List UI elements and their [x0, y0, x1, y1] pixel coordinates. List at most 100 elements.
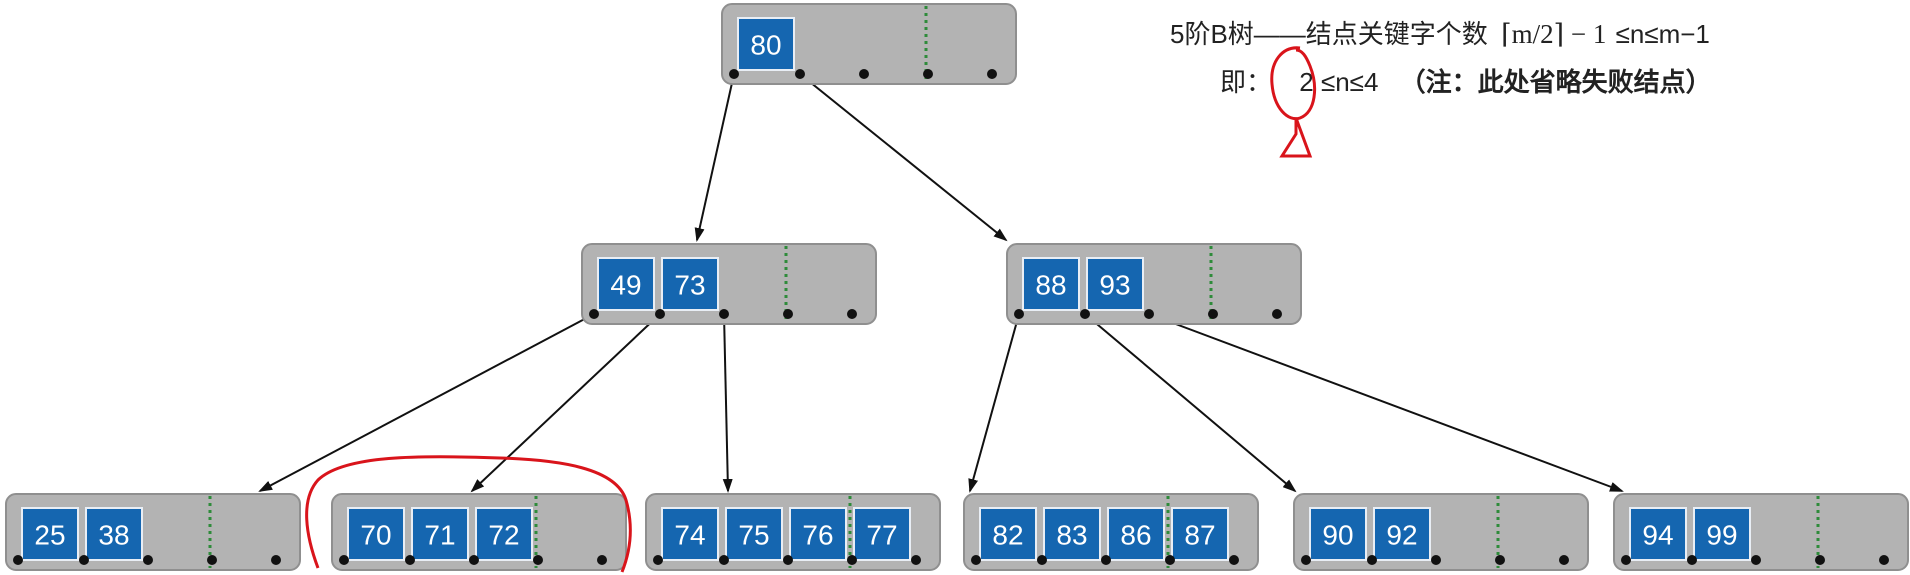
header-line2-value: 2 [1299, 67, 1313, 97]
child-pointer-dot [589, 309, 599, 319]
key-label: 49 [610, 270, 641, 301]
key-box [411, 507, 469, 561]
header-line1-suffix: ≤n≤m−1 [1616, 19, 1710, 49]
child-pointer-dot [1165, 555, 1175, 565]
child-pointer-dot [143, 555, 153, 565]
child-pointer-dot [653, 555, 663, 565]
child-pointer-dot [207, 555, 217, 565]
header-line2-note: （注：此处省略失败结点） [1400, 67, 1712, 97]
key-box [661, 507, 719, 561]
child-pointer-dot [1495, 555, 1505, 565]
node-background [1613, 493, 1909, 571]
child-pointer-dot [847, 309, 857, 319]
key-label: 88 [1035, 270, 1066, 301]
child-pointer-dot [911, 555, 921, 565]
child-pointer-dot [1080, 309, 1090, 319]
child-pointer-dot [859, 69, 869, 79]
child-pointer-dot [1815, 555, 1825, 565]
key-box [789, 507, 847, 561]
key-box [85, 507, 143, 561]
child-pointer-dot [1687, 555, 1697, 565]
node-background [581, 243, 877, 325]
edge-l1-right-to-leaf-6 [1148, 313, 1624, 492]
edge-l1-left-to-leaf-2 [470, 313, 661, 493]
key-box [1693, 507, 1751, 561]
child-pointer-dot [1879, 555, 1889, 565]
key-box [1171, 507, 1229, 561]
edge-l1-right-to-leaf-5 [1084, 313, 1297, 493]
child-pointer-dot [597, 555, 607, 565]
child-pointer-dot [655, 309, 665, 319]
child-pointer-dot [1751, 555, 1761, 565]
child-pointer-dot [1037, 555, 1047, 565]
child-pointer-dot [79, 555, 89, 565]
child-pointer-dot [1301, 555, 1311, 565]
key-box [661, 257, 719, 311]
edge-l1-right-to-leaf-4 [968, 313, 1020, 493]
child-pointer-dot [971, 555, 981, 565]
btree-node-leaf-4: 82 83 86 87 [963, 493, 1259, 571]
child-pointer-dot [1367, 555, 1377, 565]
key-label: 25 [34, 520, 65, 551]
edge-root-to-l1-left [694, 73, 735, 242]
header-line1-formula: ⌈m/2⌉ − 1 [1501, 19, 1606, 49]
key-label: 71 [424, 520, 455, 551]
key-box [475, 507, 533, 561]
key-label: 73 [674, 270, 705, 301]
key-box [979, 507, 1037, 561]
key-box [347, 507, 405, 561]
tree-edges [258, 73, 1624, 493]
key-label: 83 [1056, 520, 1087, 551]
key-label: 77 [866, 520, 897, 551]
btree-node-leaf-6: 94 99 [1613, 493, 1909, 571]
child-pointer-dot [795, 69, 805, 79]
key-label: 72 [488, 520, 519, 551]
red-circle-around-2 [1270, 46, 1317, 121]
child-pointer-dot [719, 555, 729, 565]
child-pointer-dot [729, 69, 739, 79]
edge-root-to-l1-right [799, 73, 1008, 242]
btree-node-leaf-5: 90 92 [1293, 493, 1589, 571]
key-box [1373, 507, 1431, 561]
key-box [1107, 507, 1165, 561]
node-background [5, 493, 301, 571]
header-line2: 即： 2 ≤n≤4 （注：此处省略失败结点） [1220, 67, 1712, 97]
red-triangle-mark [1279, 117, 1313, 158]
btree-node-root: 80 [721, 3, 1017, 85]
key-box [1043, 507, 1101, 561]
child-pointer-dot [271, 555, 281, 565]
child-pointer-dot [987, 69, 997, 79]
child-pointer-dot [1229, 555, 1239, 565]
child-pointer-dot [469, 555, 479, 565]
red-annotations [305, 46, 1317, 573]
key-box [737, 17, 795, 71]
child-pointer-dot [1431, 555, 1441, 565]
child-pointer-dot [1144, 309, 1154, 319]
child-pointer-dot [783, 309, 793, 319]
key-label: 92 [1386, 520, 1417, 551]
header-line2-suffix: ≤n≤4 [1321, 67, 1378, 97]
key-box [21, 507, 79, 561]
child-pointer-dot [13, 555, 23, 565]
key-box [1309, 507, 1367, 561]
child-pointer-dot [847, 555, 857, 565]
child-pointer-dot [783, 555, 793, 565]
key-label: 90 [1322, 520, 1353, 551]
key-box [725, 507, 783, 561]
key-label: 76 [802, 520, 833, 551]
key-label: 86 [1120, 520, 1151, 551]
key-label: 74 [674, 520, 705, 551]
child-pointer-dot [719, 309, 729, 319]
key-label: 99 [1706, 520, 1737, 551]
key-label: 87 [1184, 520, 1215, 551]
node-background [1293, 493, 1589, 571]
key-box [597, 257, 655, 311]
key-label: 94 [1642, 520, 1673, 551]
header-line1-prefix: 5阶B树——结点关键字个数 [1170, 19, 1488, 49]
key-label: 82 [992, 520, 1023, 551]
